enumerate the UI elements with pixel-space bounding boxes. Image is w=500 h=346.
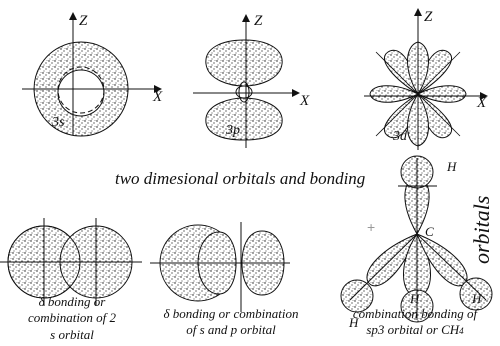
ss-bonding (0, 218, 142, 306)
figure-caption: two dimesional orbitals and bonding (115, 170, 365, 187)
z-label-3s: Z (79, 14, 87, 29)
atom-h-top: H (447, 160, 456, 173)
side-label: orbitals (471, 196, 493, 264)
label-3p: 3p (226, 124, 240, 138)
orbital-3s (22, 16, 158, 136)
x-label-3p: X (300, 94, 309, 109)
atom-h-mid: H (410, 292, 419, 305)
atom-h-right: H (472, 292, 481, 305)
ss-bonding-caption: δ bonding or combination of 2 s orbital (4, 294, 140, 343)
sp3-caption-line1: combination bonding of (330, 306, 500, 322)
sp-caption-line1: δ bonding or combination (150, 306, 312, 322)
atom-c: C (425, 225, 434, 238)
x-label-3s: X (153, 90, 162, 105)
z-label-3p: Z (254, 14, 262, 29)
sp3-caption-line2: sp3 orbital or CH (366, 322, 459, 337)
sp-caption-line2: of s and p orbital (150, 322, 312, 338)
label-3d: 3d (393, 130, 407, 144)
sp3-caption-line2-wrap: sp3 orbital or CH4 (330, 322, 500, 338)
ss-caption-line1: δ bonding or (4, 294, 140, 310)
sp-bonding (150, 222, 290, 312)
plus-sign: + (367, 219, 375, 235)
orbital-3d (364, 12, 484, 150)
orbital-3p (193, 18, 296, 148)
ss-caption-line3: s orbital (4, 327, 140, 343)
label-3s: 3s (52, 116, 64, 130)
sp3-bonding-caption: combination bonding of sp3 orbital or CH… (330, 306, 500, 339)
sp3-caption-subscript: 4 (459, 326, 464, 336)
x-label-3d: X (477, 96, 486, 111)
sp-bonding-caption: δ bonding or combination of s and p orbi… (150, 306, 312, 339)
z-label-3d: Z (424, 10, 432, 25)
ss-caption-line2: combination of 2 (4, 310, 140, 326)
